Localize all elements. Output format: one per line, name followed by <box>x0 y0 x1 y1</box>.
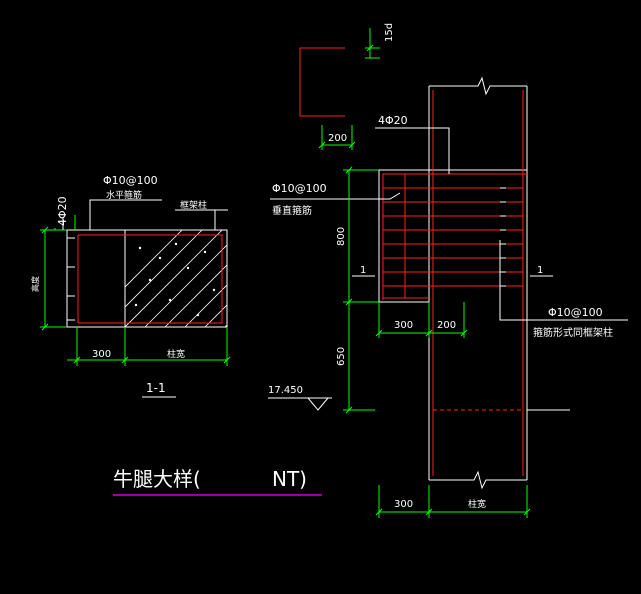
sec-stirrup-type: 水平箍筋 <box>106 189 142 201</box>
column-hatch <box>125 230 227 327</box>
bottom-dim-300: 300 <box>394 499 413 510</box>
sec-stirrup-spec: Φ10@100 <box>103 174 158 187</box>
elev-dim-800: 800 <box>336 227 347 246</box>
hook-dim-200: 200 <box>328 133 347 144</box>
elev-section-cut-left: 1 <box>360 265 366 276</box>
elev-vert-stirrup-spec: Φ10@100 <box>272 182 327 195</box>
sec-dim-300: 300 <box>92 349 111 360</box>
drawing-title-main: 牛腿大样( <box>113 467 201 491</box>
sec-frame-column-label: 框架柱 <box>180 199 207 211</box>
level-marker <box>268 397 332 411</box>
corbel-outline <box>378 169 430 303</box>
elev-dim-200: 200 <box>437 320 456 331</box>
elev-section-cut-right: 1 <box>537 265 543 276</box>
corbel-elevation: 4Φ20 Φ10@100 垂直箍筋 1 1 Φ10@100 箍筋形式同框架柱 8… <box>268 76 628 518</box>
elev-dim-300: 300 <box>394 320 413 331</box>
hook-dim-15d: 15d <box>384 23 395 42</box>
elev-col-stirrup-spec: Φ10@100 <box>548 306 603 319</box>
sec-height-label: 高度 <box>30 276 40 292</box>
elev-top-bar-label: 4Φ20 <box>378 114 408 127</box>
hook-detail: 15d 200 <box>299 23 395 150</box>
sec-top-bar-label: 4Φ20 <box>56 196 69 226</box>
section-1-1: 4Φ20 Φ10@100 水平箍筋 框架柱 高度 300 柱宽 1-1 <box>30 174 231 398</box>
elev-dim-650: 650 <box>336 347 347 366</box>
corbel-rebar <box>382 173 527 300</box>
column-outline <box>378 76 528 490</box>
elev-vert-stirrup-type: 垂直箍筋 <box>272 204 312 217</box>
section-title: 1-1 <box>146 381 166 395</box>
bottom-dim-col-width: 柱宽 <box>468 498 486 510</box>
section-rebar <box>77 234 223 324</box>
elev-level-label: 17.450 <box>268 385 303 396</box>
elev-col-stirrup-note: 箍筋形式同框架柱 <box>533 326 613 339</box>
drawing-title: 牛腿大样( NT) <box>113 467 322 496</box>
drawing-title-suffix: NT) <box>272 467 307 491</box>
sec-dim-col-width: 柱宽 <box>167 348 185 360</box>
corbel-section-outline <box>66 229 228 328</box>
